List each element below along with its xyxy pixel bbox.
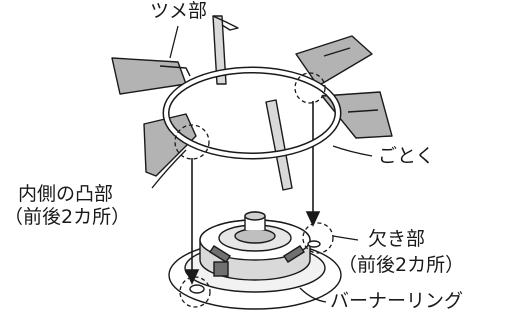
- notch-highlight-front: [302, 222, 334, 254]
- prong-back-left-slot: [159, 65, 191, 77]
- arrow-left-head: [184, 269, 200, 285]
- prong-back-center-hook: [212, 15, 239, 31]
- inner-bump-highlight-back: [294, 72, 326, 104]
- notch-front: [307, 240, 321, 248]
- prong-front-left: [143, 113, 197, 177]
- leader-gotoku: [332, 145, 373, 157]
- label-inner-bump: 内側の凸部: [18, 183, 114, 205]
- igniter: [213, 261, 229, 277]
- inner-bump-highlight-front: [174, 124, 210, 160]
- label-notch-note: （前後2カ所）: [338, 254, 465, 276]
- prong-right-slot: [347, 109, 379, 113]
- burner-assembly: [168, 211, 342, 310]
- label-notch: 欠き部: [368, 228, 426, 250]
- gotoku: [111, 15, 393, 191]
- label-gotoku: ごとく: [378, 145, 435, 167]
- label-inner-bump-note: （前後2カ所）: [4, 206, 131, 228]
- prong-front-center: [265, 99, 293, 191]
- label-burner-ring: バーナーリング: [330, 290, 464, 312]
- burner-detail-right: [283, 245, 305, 263]
- burner-detail-left: [209, 245, 231, 263]
- arrow-right-head: [305, 211, 321, 227]
- leader-tsume: [169, 25, 179, 59]
- leader-burner-ring: [299, 287, 327, 303]
- prong-back-center: [212, 15, 227, 85]
- gotoku-ring: [164, 68, 340, 158]
- prong-back-right-slot: [323, 47, 351, 57]
- prong-back-right: [295, 35, 373, 87]
- leader-inner-bump: [151, 149, 187, 189]
- prong-back-left: [111, 57, 187, 95]
- burner-nozzle-top: [244, 211, 266, 221]
- leader-notch: [332, 235, 359, 241]
- label-tsume: ツメ部: [150, 0, 208, 22]
- leader-lines: [151, 25, 373, 303]
- burner-center: [234, 228, 276, 244]
- alignment-arrows: [184, 101, 321, 285]
- notch-back: [189, 284, 205, 294]
